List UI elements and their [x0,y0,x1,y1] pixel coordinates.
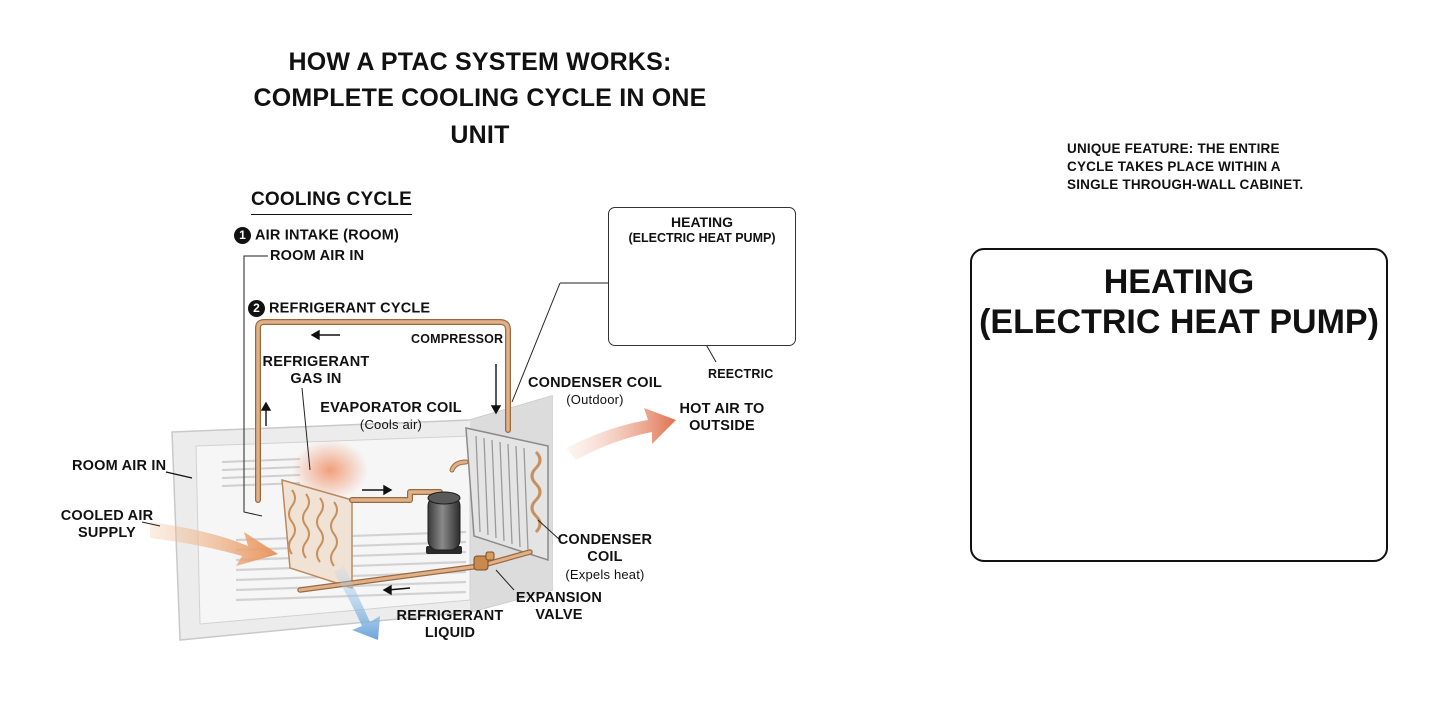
room-air-in-sub-label: ROOM AIR IN [270,248,365,264]
evaporator-coil-sub: (Cools air) [359,417,423,433]
evaporator-coil-title: EVAPORATOR COIL [320,400,462,416]
cooled-air-line-1: COOLED AIR [60,508,154,524]
page-title: HOW A PTAC SYSTEM WORKS: COMPLETE COOLIN… [230,44,730,153]
condenser-line-2: COIL [587,549,623,566]
title-line-2: COMPLETE COOLING CYCLE IN ONE UNIT [253,84,707,149]
refrigerant-gas-in-line-1: REFRIGERANT [262,354,370,370]
step-1-text: AIR INTAKE (ROOM) [255,227,400,244]
large-inset-line-1: HEATING [1103,263,1255,301]
large-inset-title: HEATING (ELECTRIC HEAT PUMP) [970,262,1388,342]
cool-air-down-arrow [334,566,380,640]
small-inset-line-2: (ELECTRIC HEAT PUMP) [628,231,776,246]
cooled-air-supply-label: COOLED AIR SUPPLY [56,508,158,543]
condenser-top-sub: (Outdoor) [566,392,624,408]
unique-feature-note: UNIQUE FEATURE: THE ENTIRE CYCLE TAKES P… [1067,141,1304,193]
cooled-air-arrow [150,522,278,566]
expansion-line-1: EXPANSION [515,590,603,606]
large-inset-line-2: (ELECTRIC HEAT PUMP) [979,303,1379,342]
refrigerant-gas-in-line-2: GAS IN [290,371,342,388]
small-inset-title: HEATING (ELECTRIC HEAT PUMP) [608,214,796,246]
step-1-badge: 1 [234,227,251,244]
condenser-coil-label: CONDENSER COIL (Expels heat) [554,532,656,582]
step-2-badge: 2 [248,300,265,317]
expansion-valve-label: EXPANSION VALVE [507,590,611,625]
expansion-valve [473,551,495,571]
small-inset-line-1: HEATING [671,214,733,230]
hot-air-line-2: OUTSIDE [689,418,755,435]
leader-lines [141,255,717,591]
large-heating-inset [970,248,1388,562]
hot-air-outside-label: HOT AIR TO OUTSIDE [670,401,774,436]
hot-air-line-1: HOT AIR TO [679,401,765,417]
condenser-coil [465,427,549,562]
compressor [426,491,462,554]
room-air-in-label: ROOM AIR IN [72,458,167,474]
condenser-coil-top-label: CONDENSER COIL (Outdoor) [525,375,665,408]
refrigerant-liquid-line-2: LIQUID [424,625,476,642]
step-2-text: REFRIGERANT CYCLE [269,300,431,317]
expansion-line-2: VALVE [535,607,583,624]
reectric-label: REECTRIC [708,367,774,381]
refrigerant-liquid-label: REFRIGERANT LIQUID [391,608,509,643]
hot-air-arrow [566,408,676,460]
warm-air-glow [292,440,368,500]
compressor-label: COMPRESSOR [411,332,504,346]
refrigerant-liquid-line-1: REFRIGERANT [396,608,504,624]
cooled-air-line-2: SUPPLY [78,525,136,542]
condenser-top-title: CONDENSER COIL [527,375,663,391]
evaporator-coil-label: EVAPORATOR COIL (Cools air) [315,400,467,433]
flow-direction-arrows [165,329,502,596]
title-line-1: HOW A PTAC SYSTEM WORKS: [288,48,672,76]
refrigerant-gas-in-label: REFRIGERANT GAS IN [258,354,374,389]
small-heating-inset [608,207,796,346]
condenser-sub: (Expels heat) [565,566,645,582]
condenser-line-1: CONDENSER [557,532,653,548]
cooling-cycle-heading: COOLING CYCLE [251,189,412,215]
